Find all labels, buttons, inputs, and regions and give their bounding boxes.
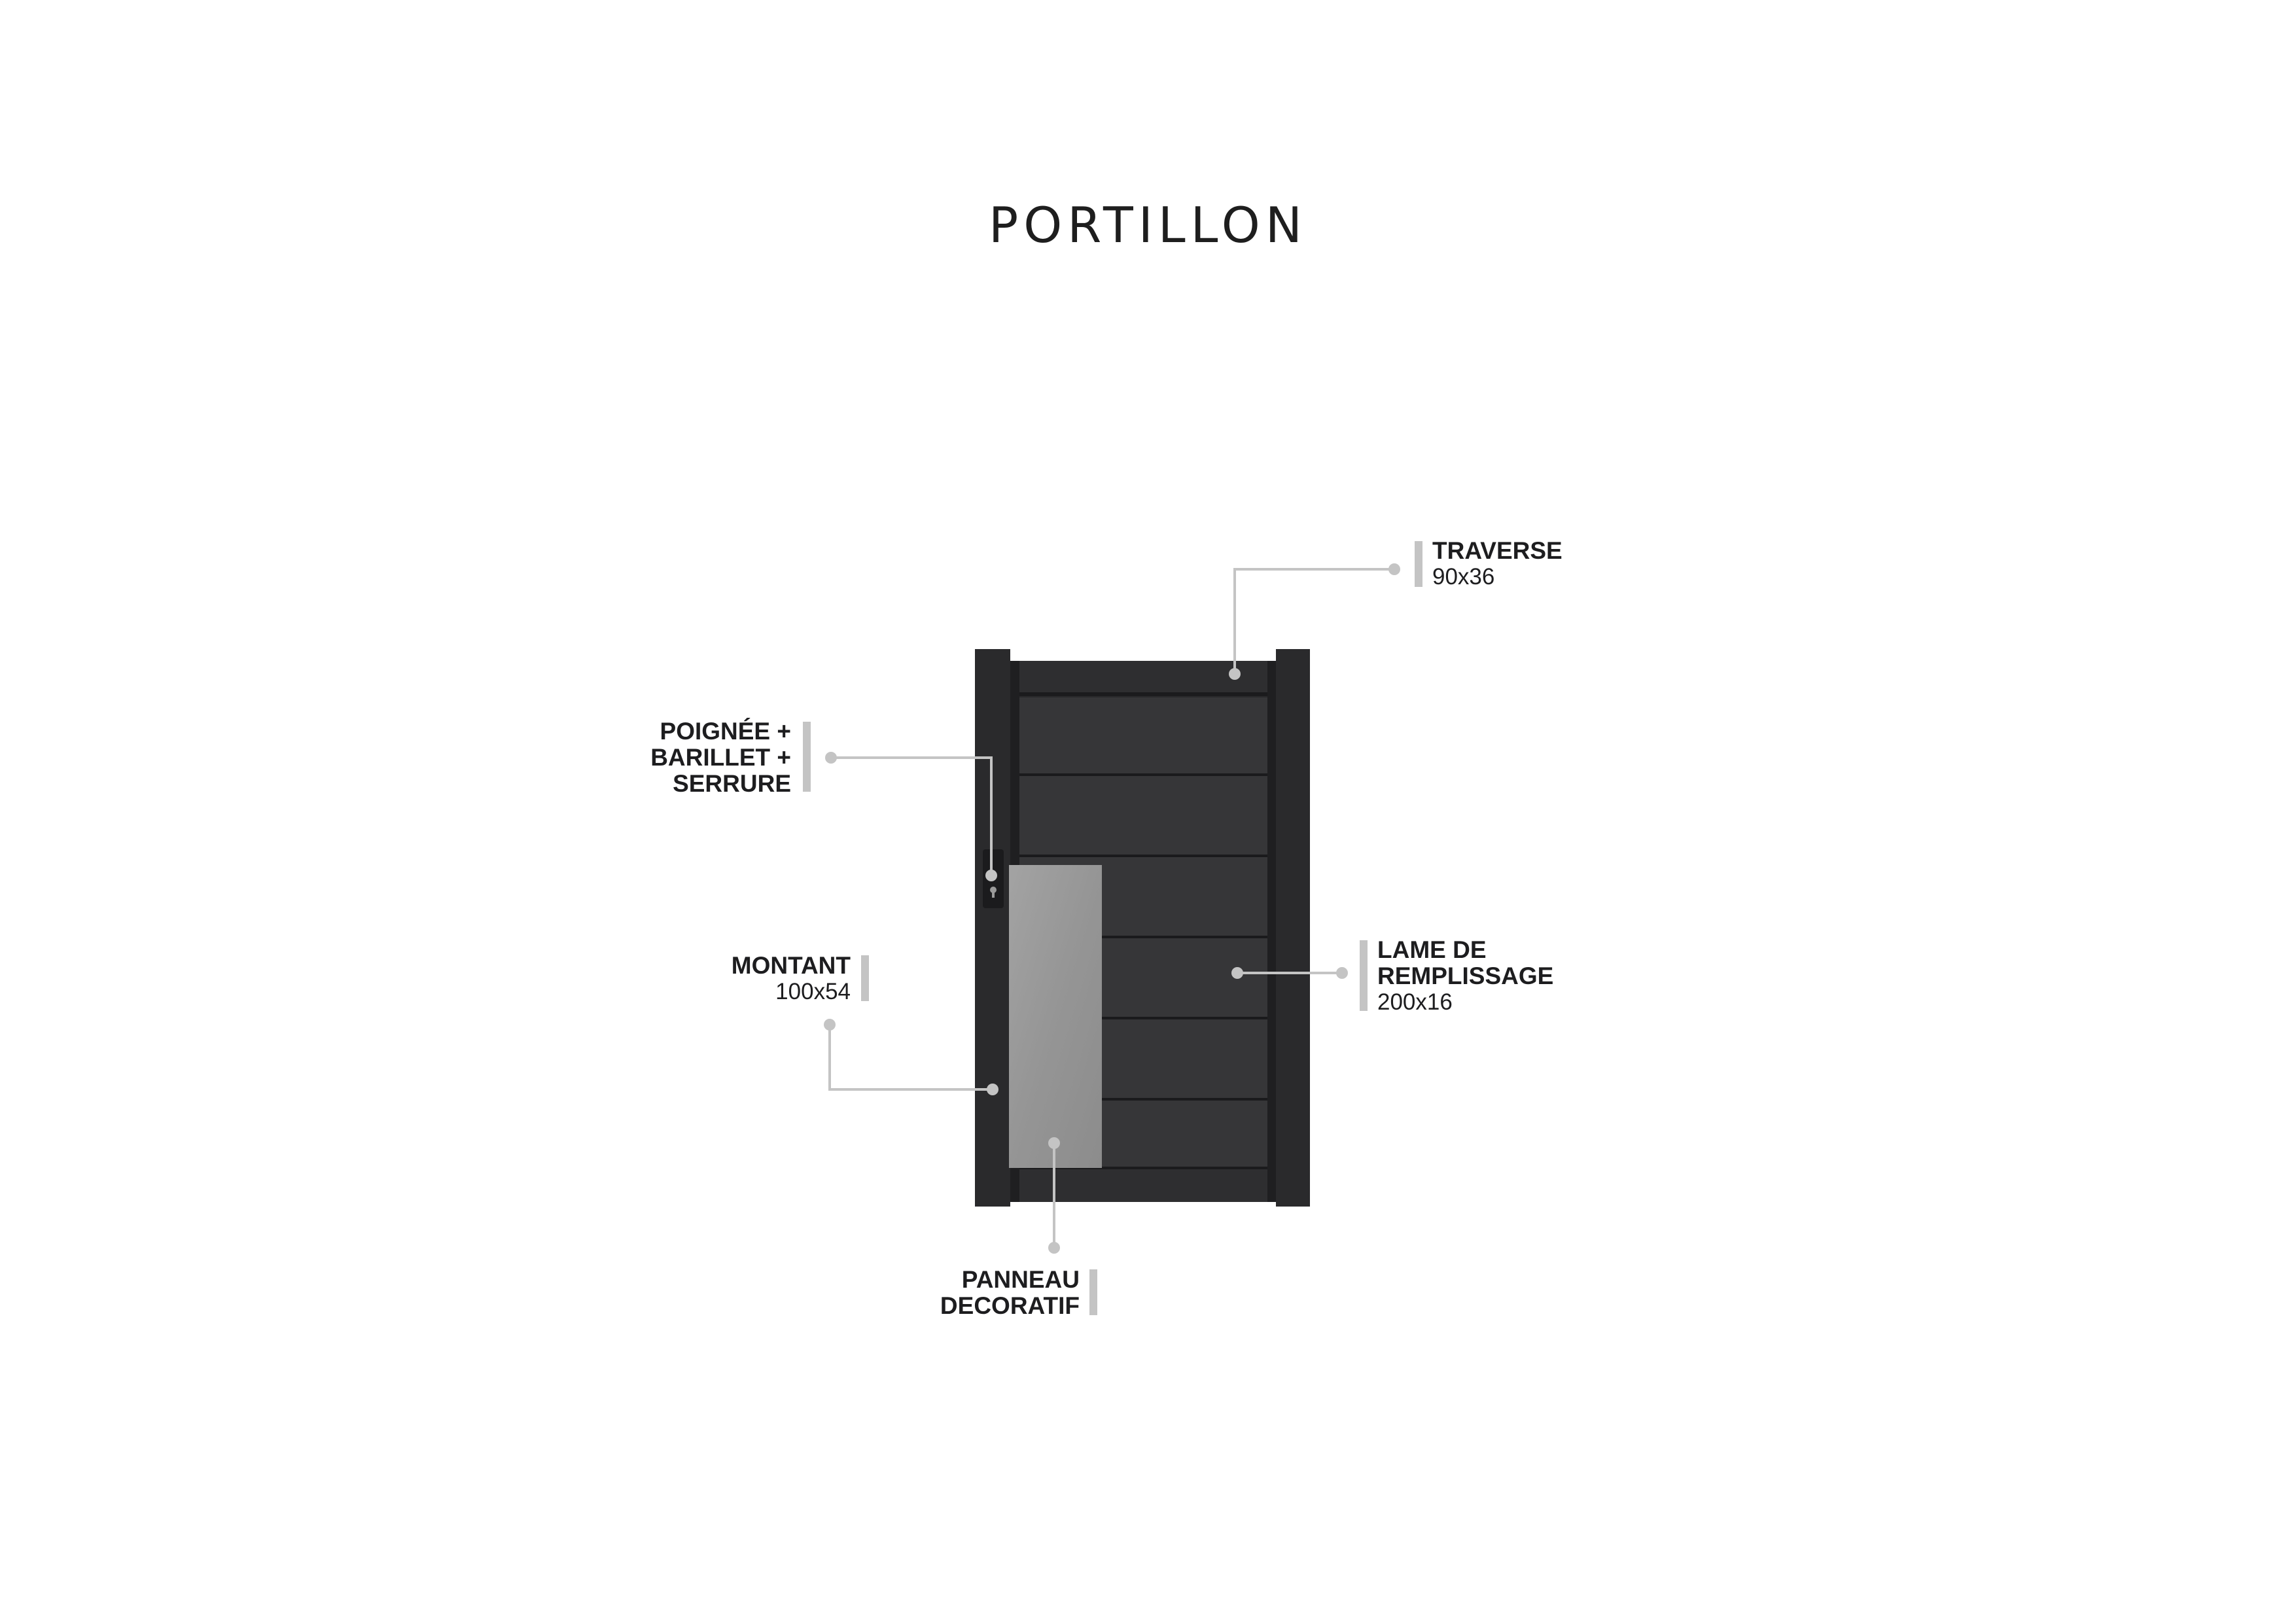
bar-handle xyxy=(803,722,811,792)
bar-lame xyxy=(1360,940,1368,1011)
top-rail-shadow xyxy=(1006,692,1280,696)
handle-label-line-2: BARILLET + xyxy=(650,744,791,771)
callout-lame: LAME DE REMPLISSAGE 200x16 xyxy=(1377,937,1553,1015)
leader-montant xyxy=(828,1025,993,1091)
callout-montant: MONTANT 100x54 xyxy=(732,953,851,1005)
dot xyxy=(1231,967,1243,979)
dot xyxy=(824,1019,836,1031)
traverse-label: TRAVERSE xyxy=(1432,537,1563,564)
dot xyxy=(987,1084,998,1095)
dot xyxy=(1048,1137,1060,1149)
leader-traverse xyxy=(1233,568,1394,674)
label-bars xyxy=(803,541,1422,1315)
callout-handle: POIGNÉE + BARILLET + SERRURE xyxy=(650,718,791,797)
lame-dimension: 200x16 xyxy=(1377,989,1453,1015)
dot xyxy=(825,752,837,764)
page-title: PORTILLON xyxy=(989,196,1307,254)
lame-label-line-1: LAME DE xyxy=(1377,936,1487,963)
slat xyxy=(1019,775,1267,856)
bottom-rail-shadow xyxy=(1006,1167,1280,1171)
bottom-rail xyxy=(1006,1169,1280,1202)
decorative-panel xyxy=(1009,865,1102,1168)
dot xyxy=(1336,967,1348,979)
right-post xyxy=(1276,649,1310,1207)
right-post-inner xyxy=(1267,661,1276,1202)
gate xyxy=(975,649,1310,1207)
dot xyxy=(1388,563,1400,575)
leader-dots xyxy=(824,563,1400,1254)
dot xyxy=(985,870,997,881)
panneau-label-line-2: DECORATIF xyxy=(940,1292,1080,1319)
lame-label-line-2: REMPLISSAGE xyxy=(1377,962,1554,989)
traverse-dimension: 90x36 xyxy=(1432,564,1495,590)
handle-label-line-1: POIGNÉE + xyxy=(660,718,791,745)
callout-traverse: TRAVERSE 90x36 xyxy=(1432,538,1563,590)
slat xyxy=(1019,697,1267,775)
bar-montant xyxy=(861,955,869,1001)
dot xyxy=(1229,668,1241,680)
panneau-label-line-1: PANNEAU xyxy=(961,1266,1080,1293)
top-rail xyxy=(1006,661,1280,695)
left-stile xyxy=(975,649,1010,1207)
montant-dimension: 100x54 xyxy=(775,979,851,1004)
handle-label-line-3: SERRURE xyxy=(673,770,791,797)
keyhole-slot xyxy=(992,890,995,898)
leader-lines xyxy=(828,568,1394,1248)
bar-traverse xyxy=(1415,541,1422,587)
leader-handle xyxy=(831,756,993,875)
montant-label: MONTANT xyxy=(731,952,851,979)
callout-panneau: PANNEAU DECORATIF xyxy=(940,1267,1080,1319)
bar-panneau xyxy=(1089,1269,1097,1315)
dot xyxy=(1048,1242,1060,1254)
